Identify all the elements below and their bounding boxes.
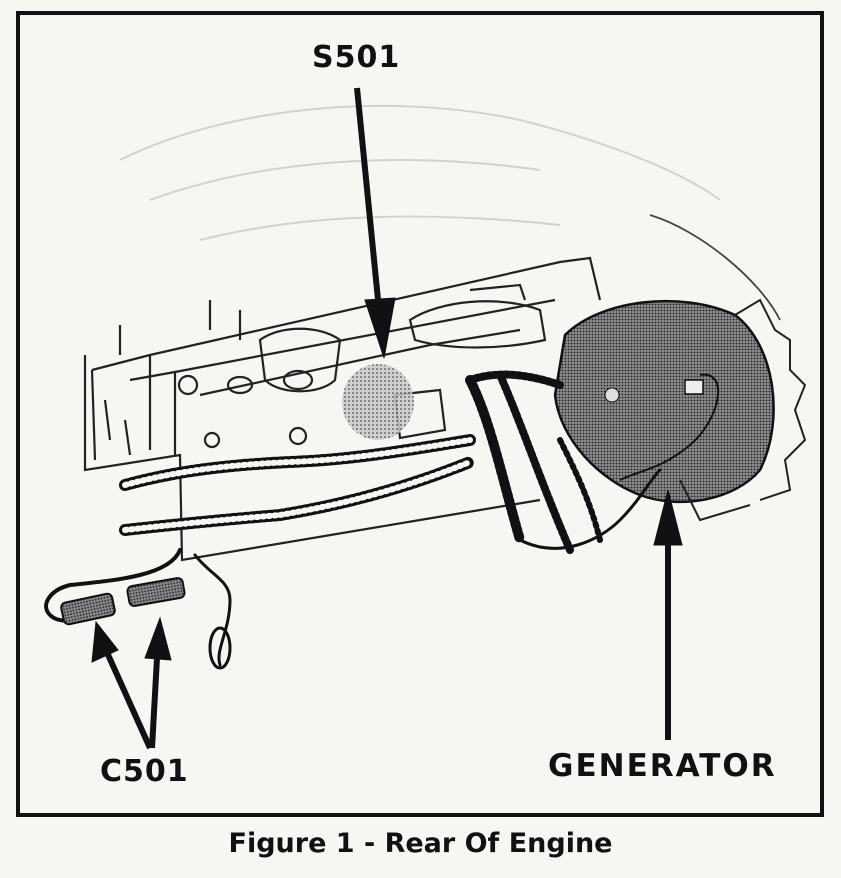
generator-arrow [653, 489, 683, 740]
s501-label: S501 [312, 40, 401, 75]
generator [553, 214, 807, 522]
s501-splice-area [342, 364, 414, 440]
wiring-harness [44, 370, 662, 670]
generator-label: GENERATOR [548, 748, 777, 784]
ghost-artwork [119, 104, 721, 241]
c501-label: C501 [100, 754, 189, 789]
c501-connector [60, 577, 186, 626]
figure-frame [16, 11, 824, 817]
engine-block [83, 256, 602, 562]
c501-arrows [91, 616, 172, 750]
s501-arrow [354, 87, 396, 359]
figure-caption: Figure 1 - Rear Of Engine [228, 828, 613, 859]
